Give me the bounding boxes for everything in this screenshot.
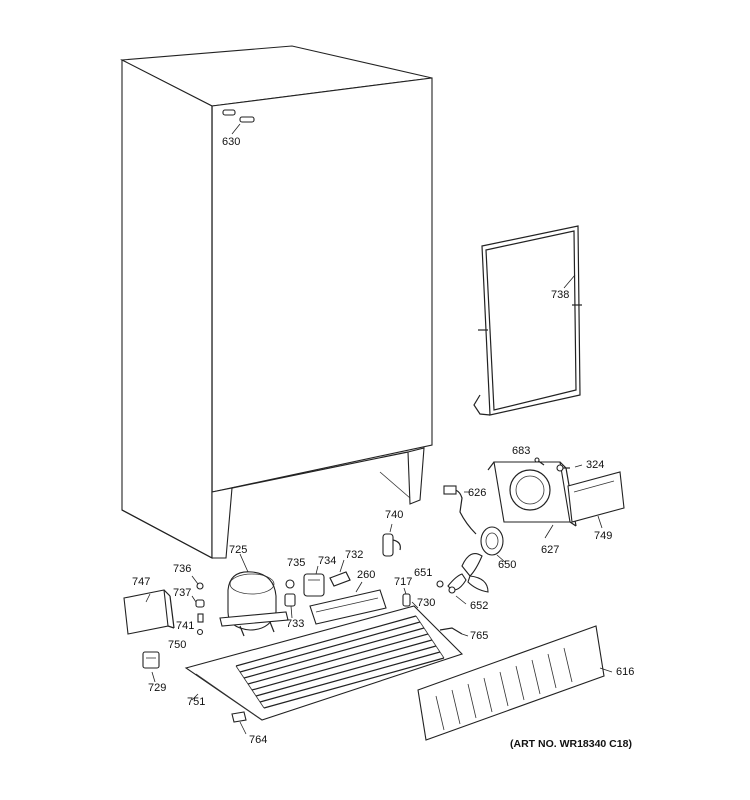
label-747: 747 xyxy=(132,576,151,588)
label-765: 765 xyxy=(470,630,489,642)
label-764: 764 xyxy=(249,734,268,746)
part-749-board xyxy=(567,471,625,529)
label-626: 626 xyxy=(468,487,487,499)
part-717-fitting xyxy=(402,587,411,607)
art-number: (ART NO. WR18340 C18) xyxy=(510,738,632,750)
label-630: 630 xyxy=(222,136,241,148)
label-737: 737 xyxy=(173,587,192,599)
part-725-compressor xyxy=(219,553,289,637)
part-751-730-condenser xyxy=(184,601,464,721)
part-729-capacitor xyxy=(142,651,160,683)
part-651-652-fan-blade xyxy=(436,553,489,605)
refrigerator-cabinet xyxy=(120,45,433,559)
label-740: 740 xyxy=(385,509,404,521)
label-260: 260 xyxy=(357,569,376,581)
condenser-coil-tubes xyxy=(235,615,445,709)
label-324: 324 xyxy=(586,459,605,471)
part-740-protector xyxy=(382,523,401,557)
label-738: 738 xyxy=(551,289,570,301)
part-738-gasket xyxy=(473,225,582,416)
label-736: 736 xyxy=(173,563,192,575)
part-683-324-screws xyxy=(534,457,583,472)
label-735: 735 xyxy=(287,557,306,569)
part-747-cover-hardware xyxy=(123,575,205,636)
label-734: 734 xyxy=(318,555,337,567)
part-260-drain-pan xyxy=(309,581,387,625)
label-751: 751 xyxy=(187,696,206,708)
part-734-relay xyxy=(303,565,325,597)
label-616: 616 xyxy=(616,666,635,678)
part-626-harness xyxy=(443,485,477,535)
label-717: 717 xyxy=(394,576,413,588)
part-764-clip xyxy=(231,711,247,735)
label-729: 729 xyxy=(148,682,167,694)
label-750: 750 xyxy=(168,639,187,651)
label-741: 741 xyxy=(176,620,195,632)
label-730: 730 xyxy=(417,597,436,609)
label-725: 725 xyxy=(229,544,248,556)
part-735-733-grommets xyxy=(284,579,296,619)
part-630-clip xyxy=(222,109,255,135)
label-749: 749 xyxy=(594,530,613,542)
label-652: 652 xyxy=(470,600,489,612)
label-627: 627 xyxy=(541,544,560,556)
label-651: 651 xyxy=(414,567,433,579)
label-683: 683 xyxy=(512,445,531,457)
part-650-fan-motor xyxy=(480,526,506,563)
label-732: 732 xyxy=(345,549,364,561)
part-627-fan-shroud xyxy=(487,461,577,539)
part-765-clip xyxy=(439,627,469,637)
label-733: 733 xyxy=(286,618,305,630)
label-650: 650 xyxy=(498,559,517,571)
part-732-clip xyxy=(329,559,351,587)
part-616-grille xyxy=(417,625,613,741)
